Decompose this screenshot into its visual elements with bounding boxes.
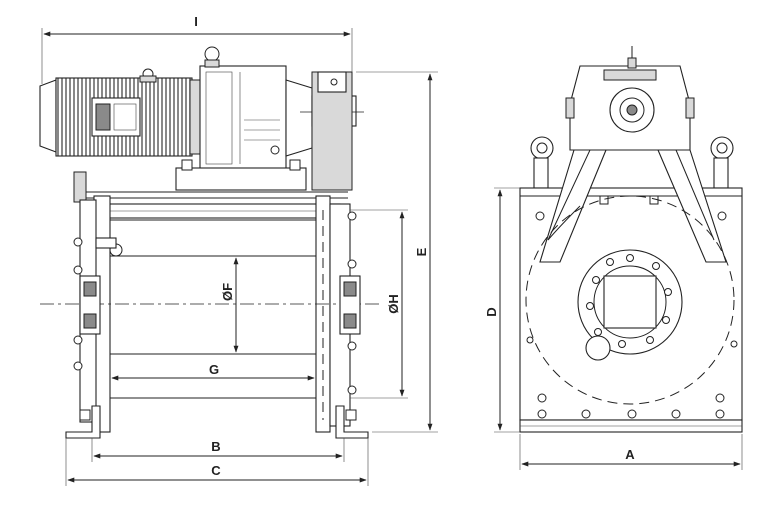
dimension-h: ØH bbox=[350, 209, 408, 399]
dimension-label-b: B bbox=[211, 439, 220, 454]
drum-flange-outline bbox=[525, 195, 735, 405]
dimension-d: D bbox=[484, 187, 520, 433]
right-bearing bbox=[339, 211, 361, 395]
dimension-label-f: ØF bbox=[220, 283, 235, 301]
dimension-a: A bbox=[519, 434, 743, 470]
side-view: I E ØF ØH G B bbox=[39, 14, 438, 486]
drum-hub bbox=[577, 249, 683, 361]
dimension-f: ØF bbox=[220, 257, 239, 353]
front-gearbox bbox=[565, 46, 695, 151]
dimension-g: G bbox=[111, 362, 315, 381]
electric-motor bbox=[39, 68, 201, 157]
dimension-label-g: G bbox=[209, 362, 219, 377]
plate-bolts bbox=[526, 211, 738, 419]
dimension-e: E bbox=[356, 71, 438, 433]
dimension-b: B bbox=[91, 438, 345, 462]
dimension-i: I bbox=[41, 14, 353, 84]
dimension-label-c: C bbox=[211, 463, 221, 478]
dimension-label-e: E bbox=[414, 247, 429, 256]
gearbox-support bbox=[539, 149, 727, 263]
dimension-label-h: ØH bbox=[386, 294, 401, 314]
gearbox-base bbox=[175, 71, 353, 191]
dimension-label-d: D bbox=[484, 307, 499, 316]
dimension-c: C bbox=[65, 438, 369, 486]
front-view: D A bbox=[484, 46, 743, 470]
lifting-eyes bbox=[530, 136, 734, 189]
dimension-label-i: I bbox=[194, 14, 198, 29]
left-bearing bbox=[73, 237, 123, 371]
dimension-label-a: A bbox=[625, 447, 635, 462]
